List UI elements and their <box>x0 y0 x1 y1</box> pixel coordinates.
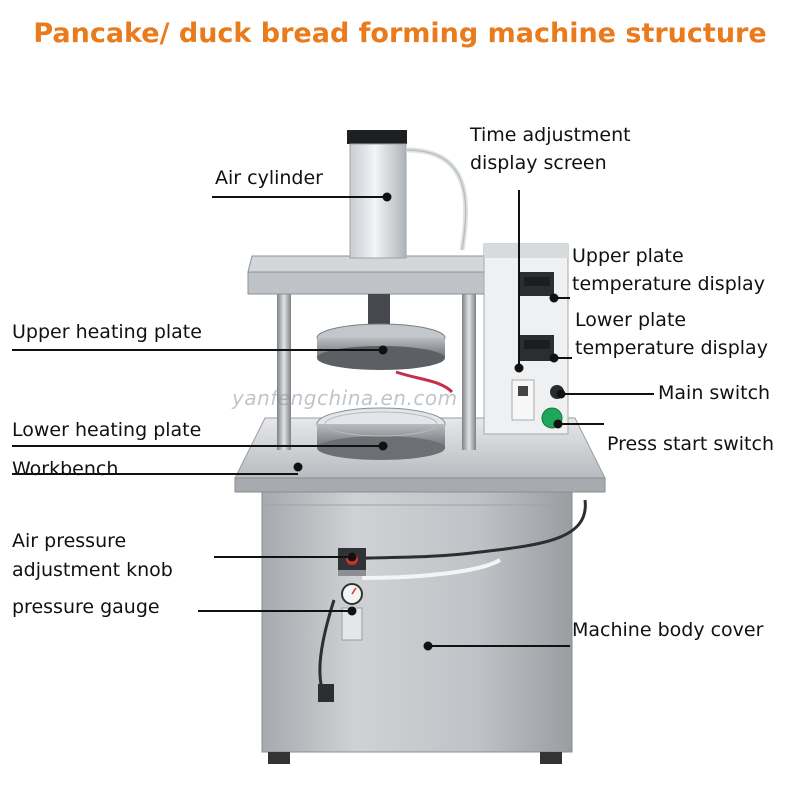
label-machine-body-cover: Machine body cover <box>572 619 764 641</box>
main-switch-shape <box>518 386 528 396</box>
diagram-title: Pancake/ duck bread forming machine stru… <box>33 18 767 49</box>
label-lower-plate-temp-line2: temperature display <box>575 337 768 359</box>
label-upper-plate-temp-line2: temperature display <box>572 273 765 295</box>
label-lower-plate-temp-line1: Lower plate <box>575 309 687 331</box>
label-lower-heating-plate: Lower heating plate <box>12 419 202 441</box>
piston-shaft <box>368 294 390 330</box>
label-air-pressure-knob-line2: adjustment knob <box>12 559 173 581</box>
leader-lines <box>12 190 654 647</box>
label-pressure-gauge: pressure gauge <box>12 596 160 618</box>
power-cable <box>339 499 587 562</box>
air-regulator <box>338 548 366 641</box>
label-upper-plate-temp-line1: Upper plate <box>572 245 684 267</box>
top-frame-plate <box>247 255 499 295</box>
label-air-pressure-knob-line1: Air pressure <box>12 530 127 552</box>
lower-heating-plate-shape <box>316 407 446 460</box>
label-workbench: Workbench <box>12 458 119 480</box>
label-time-adjustment-line1: Time adjustment <box>470 124 631 146</box>
watermark: yanfengchina.en.com <box>232 386 458 410</box>
label-press-start-switch: Press start switch <box>607 433 774 455</box>
air-cylinder-shape <box>347 130 469 259</box>
machine-body <box>261 489 573 764</box>
label-upper-heating-plate: Upper heating plate <box>12 321 202 343</box>
label-time-adjustment-line2: display screen <box>470 152 607 174</box>
plug <box>318 684 334 702</box>
air-hose <box>361 558 502 580</box>
label-air-cylinder: Air cylinder <box>215 167 323 189</box>
label-main-switch: Main switch <box>658 382 771 404</box>
control-box <box>483 243 569 435</box>
heater-wire <box>395 370 454 394</box>
guide-posts <box>277 270 476 450</box>
leader-dots <box>293 192 566 651</box>
